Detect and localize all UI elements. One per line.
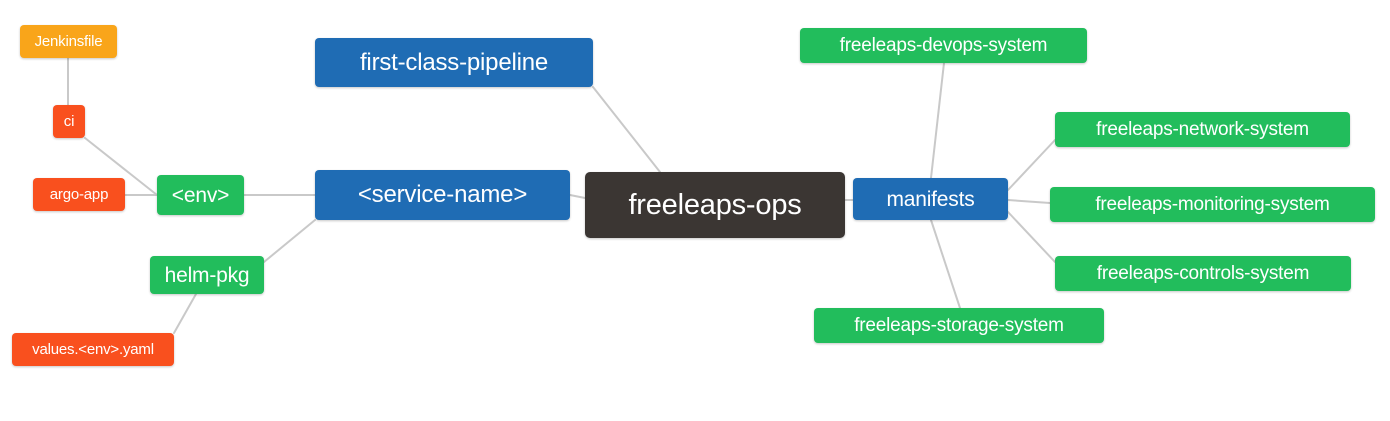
node-label: manifests — [886, 187, 975, 211]
mindmap-node-freeleaps-ops[interactable]: freeleaps-ops — [585, 172, 845, 238]
mindmap-node-helm-pkg[interactable]: helm-pkg — [150, 256, 264, 294]
node-label: freeleaps-ops — [628, 188, 802, 221]
mindmap-node-devops-system[interactable]: freeleaps-devops-system — [800, 28, 1087, 63]
node-label: freeleaps-monitoring-system — [1095, 194, 1330, 215]
mindmap-node-controls-system[interactable]: freeleaps-controls-system — [1055, 256, 1351, 291]
node-label: helm-pkg — [164, 263, 250, 287]
edge-valuesyaml-helmpkg — [173, 293, 197, 334]
edge-pipeline-ops — [592, 86, 661, 173]
mindmap-node-argo-app[interactable]: argo-app — [33, 178, 125, 211]
node-label: <service-name> — [357, 181, 528, 208]
node-label: <env> — [171, 183, 230, 207]
edge-manifests-devops — [930, 62, 945, 179]
mindmap-node-storage-system[interactable]: freeleaps-storage-system — [814, 308, 1104, 343]
node-label: freeleaps-storage-system — [854, 315, 1064, 336]
node-label: freeleaps-devops-system — [839, 35, 1048, 56]
mindmap-node-env[interactable]: <env> — [157, 175, 244, 215]
edge-manifests-controls — [1007, 211, 1056, 263]
mindmap-node-manifests[interactable]: manifests — [853, 178, 1008, 220]
mindmap-node-network-system[interactable]: freeleaps-network-system — [1055, 112, 1350, 147]
node-label: first-class-pipeline — [359, 48, 549, 76]
node-label: argo-app — [49, 186, 109, 203]
edge-servicename-ops — [569, 194, 586, 199]
node-label: ci — [63, 113, 75, 130]
edge-manifests-storage — [930, 219, 961, 309]
mindmap-node-monitoring-system[interactable]: freeleaps-monitoring-system — [1050, 187, 1375, 222]
mindmap-node-service-name[interactable]: <service-name> — [315, 170, 570, 220]
mindmap-node-first-class-pipeline[interactable]: first-class-pipeline — [315, 38, 593, 87]
edge-helmpkg-servicename — [263, 219, 316, 263]
edge-manifests-network — [1007, 139, 1056, 191]
node-label: values.<env>.yaml — [32, 341, 154, 358]
mindmap-node-jenkinsfile[interactable]: Jenkinsfile — [20, 25, 117, 58]
node-label: freeleaps-network-system — [1096, 119, 1309, 140]
node-label: freeleaps-controls-system — [1096, 263, 1310, 284]
node-label: Jenkinsfile — [34, 33, 103, 50]
mindmap-node-ci[interactable]: ci — [53, 105, 85, 138]
mindmap-node-values-yaml[interactable]: values.<env>.yaml — [12, 333, 174, 366]
edge-manifests-monitoring — [1007, 199, 1051, 204]
